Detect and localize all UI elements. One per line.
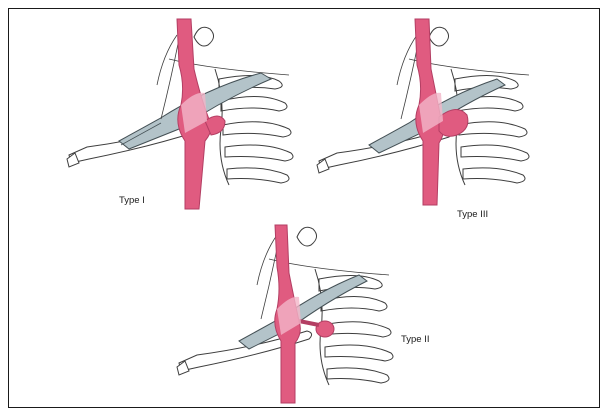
figure-frame: Type I: [8, 8, 600, 408]
panel-type-1: [9, 9, 309, 219]
mastoid-process-shape: [194, 27, 214, 46]
type-3-illustration: [299, 9, 599, 219]
type-2-illustration: [159, 217, 459, 407]
label-type-1: Type I: [119, 195, 145, 206]
panel-type-2: [159, 217, 459, 407]
panel-type-3: [299, 9, 599, 219]
label-type-2: Type II: [401, 334, 430, 345]
label-type-3: Type III: [457, 209, 488, 220]
type-1-illustration: [9, 9, 309, 219]
